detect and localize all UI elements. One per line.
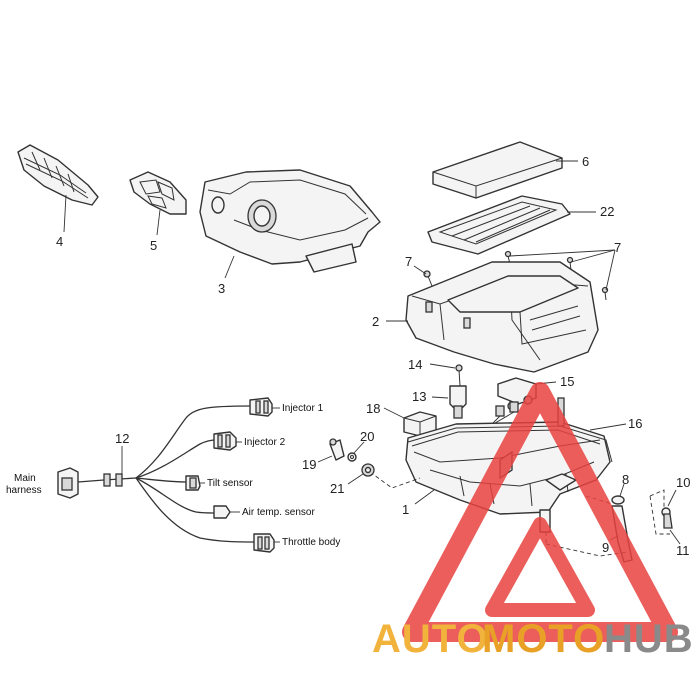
part-20-washer xyxy=(347,452,357,462)
watermark-triangle-inner xyxy=(485,517,595,617)
part-21-grommet xyxy=(361,463,375,477)
part-3-airbox-cover xyxy=(199,169,381,273)
label-throttle-body: Throttle body xyxy=(282,537,340,548)
part-6-air-filter xyxy=(432,141,563,199)
wiring-harness-12 xyxy=(57,397,275,553)
watermark-triangle-outer xyxy=(402,382,678,642)
callout-1: 1 xyxy=(402,502,409,517)
callout-10: 10 xyxy=(676,475,690,490)
label-injector-1: Injector 1 xyxy=(282,403,324,414)
watermark-logo xyxy=(402,382,678,642)
part-13-sensor xyxy=(449,385,467,419)
callout-13: 13 xyxy=(412,389,426,404)
callout-4: 4 xyxy=(56,234,63,249)
callout-7-left: 7 xyxy=(405,254,412,269)
callout-2: 2 xyxy=(372,314,379,329)
part-22-filter-frame xyxy=(427,195,571,255)
callout-21: 21 xyxy=(330,481,344,496)
callout-19: 19 xyxy=(302,457,316,472)
part-17-grommets xyxy=(495,401,519,417)
label-injector-2: Injector 2 xyxy=(244,437,286,448)
callout-3: 3 xyxy=(218,281,225,296)
label-main-harness-line1: Main xyxy=(14,473,36,484)
callout-9: 9 xyxy=(602,540,609,555)
watermark-moto: MOTO xyxy=(482,617,605,661)
callout-15: 15 xyxy=(560,374,574,389)
callout-11: 11 xyxy=(676,543,690,558)
part-14-screw xyxy=(455,364,463,387)
callout-7-right: 7 xyxy=(614,240,621,255)
label-tilt-sensor: Tilt sensor xyxy=(207,478,253,489)
part-5-intake-grille xyxy=(129,171,187,215)
callout-22: 22 xyxy=(600,204,614,219)
callout-20: 20 xyxy=(360,429,374,444)
part-8-clamp xyxy=(611,495,625,505)
callout-5: 5 xyxy=(150,238,157,253)
label-main-harness-line2: harness xyxy=(6,485,42,496)
callout-16: 16 xyxy=(628,416,642,431)
callout-6: 6 xyxy=(582,154,589,169)
callout-14: 14 xyxy=(408,357,422,372)
part-2-airbox-housing xyxy=(405,261,599,373)
part-4-intake-duct xyxy=(17,144,99,206)
part-19-sensor xyxy=(329,438,345,461)
watermark-hub: HUB xyxy=(604,617,694,661)
watermark-auto: AUTO xyxy=(372,617,489,661)
part-10-clip xyxy=(661,507,673,529)
label-air-temp-sensor: Air temp. sensor xyxy=(242,507,315,518)
callout-8: 8 xyxy=(622,472,629,487)
callout-12: 12 xyxy=(115,431,129,446)
callout-18: 18 xyxy=(366,401,380,416)
